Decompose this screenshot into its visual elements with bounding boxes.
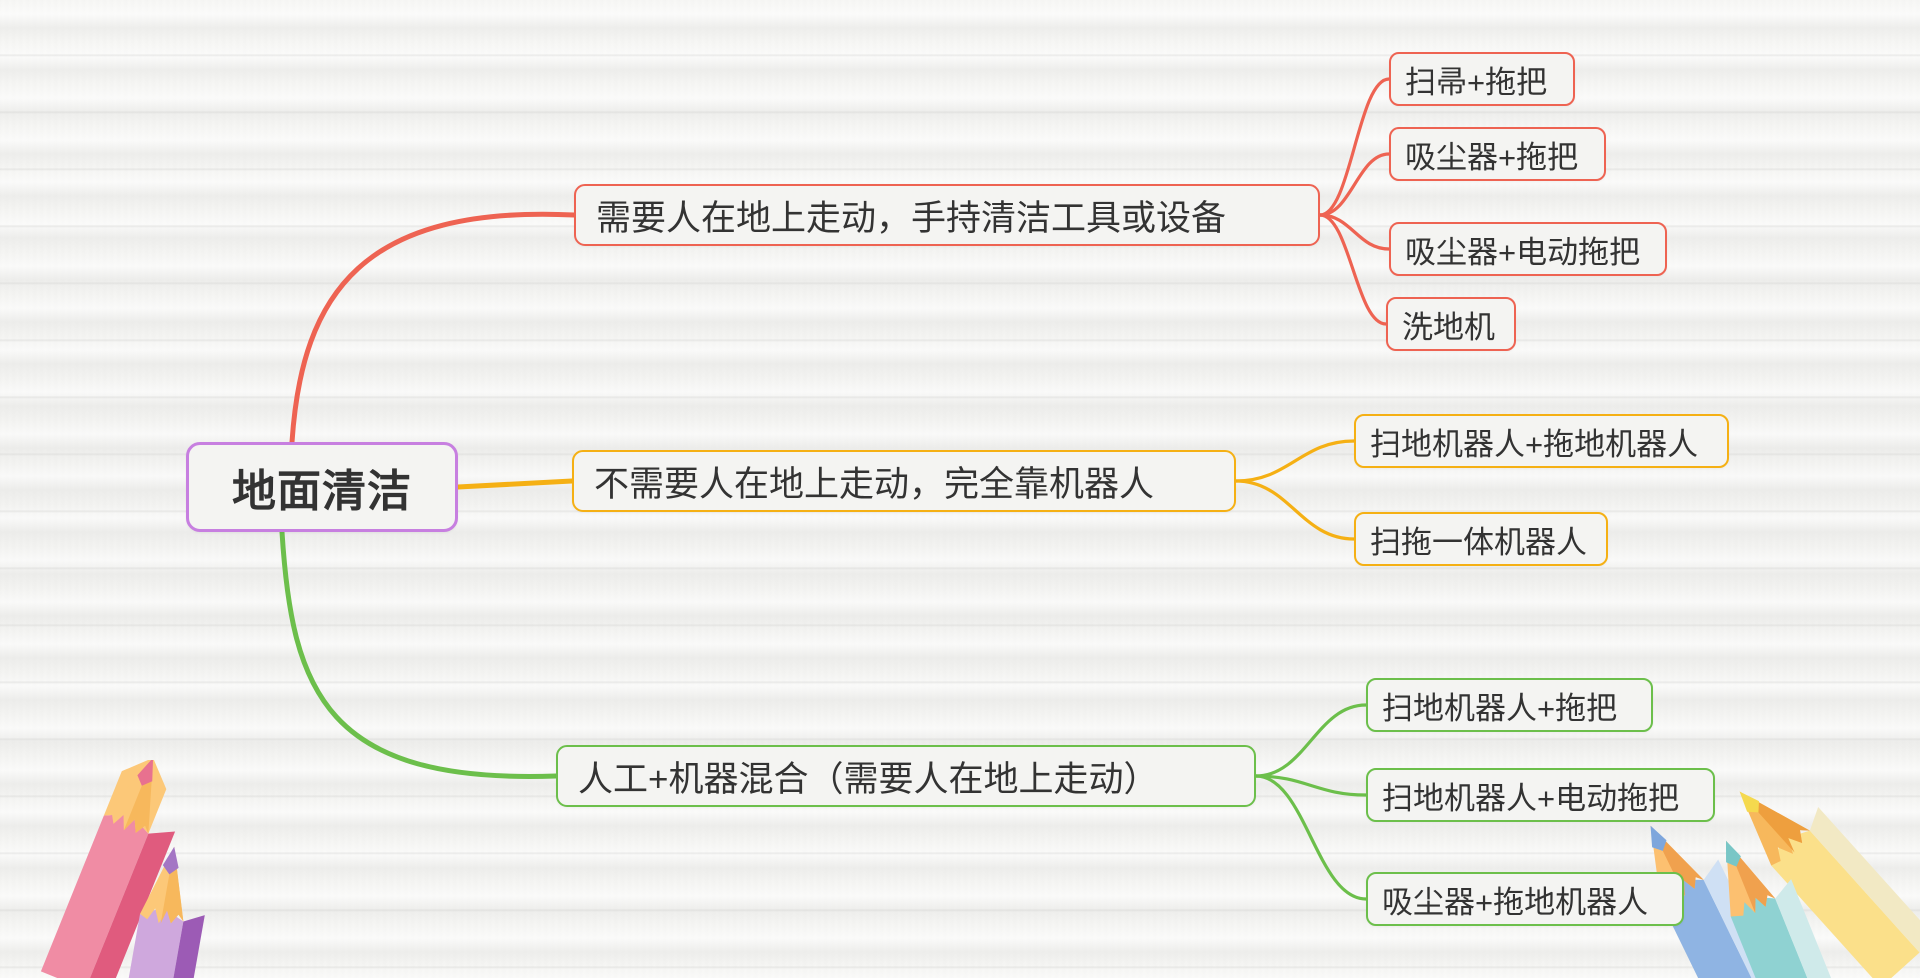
connector-line — [1254, 703, 1368, 778]
connector-line — [455, 478, 575, 490]
branch-node-branch-hybrid[interactable]: 人工+机器混合（需要人在地上走动） — [556, 745, 1256, 807]
branch-node-branch-robot[interactable]: 不需要人在地上走动，完全靠机器人 — [572, 450, 1236, 512]
connector-line — [1318, 77, 1391, 217]
leaf-node-branch-hybrid-2[interactable]: 吸尘器+拖地机器人 — [1366, 872, 1684, 926]
leaf-node-branch-manual-2[interactable]: 吸尘器+电动拖把 — [1389, 222, 1667, 276]
connector-line — [279, 529, 559, 779]
connector-line — [1318, 213, 1388, 326]
root-node[interactable]: 地面清洁 — [186, 442, 458, 532]
connector-line — [1254, 774, 1368, 797]
connector-line — [1318, 213, 1391, 251]
leaf-node-branch-robot-1[interactable]: 扫拖一体机器人 — [1354, 512, 1608, 566]
connector-line — [289, 211, 577, 445]
branch-node-branch-manual[interactable]: 需要人在地上走动，手持清洁工具或设备 — [574, 184, 1320, 246]
pencil-yellow-icon — [1739, 791, 1920, 978]
pencil-teal-icon — [1725, 840, 1846, 978]
connector-line — [1234, 479, 1356, 541]
leaf-node-branch-manual-1[interactable]: 吸尘器+拖把 — [1389, 127, 1606, 181]
leaf-node-branch-hybrid-1[interactable]: 扫地机器人+电动拖把 — [1366, 768, 1715, 822]
leaf-node-branch-manual-3[interactable]: 洗地机 — [1386, 297, 1516, 351]
leaf-node-branch-manual-0[interactable]: 扫帚+拖把 — [1389, 52, 1575, 106]
connector-line — [1318, 152, 1391, 217]
leaf-node-branch-robot-0[interactable]: 扫地机器人+拖地机器人 — [1354, 414, 1729, 468]
pencil-purple-icon — [119, 846, 205, 978]
leaf-node-branch-hybrid-0[interactable]: 扫地机器人+拖把 — [1366, 678, 1653, 732]
pencil-pink-icon — [40, 760, 176, 978]
connector-line — [1254, 774, 1368, 901]
connector-line — [1234, 439, 1356, 483]
